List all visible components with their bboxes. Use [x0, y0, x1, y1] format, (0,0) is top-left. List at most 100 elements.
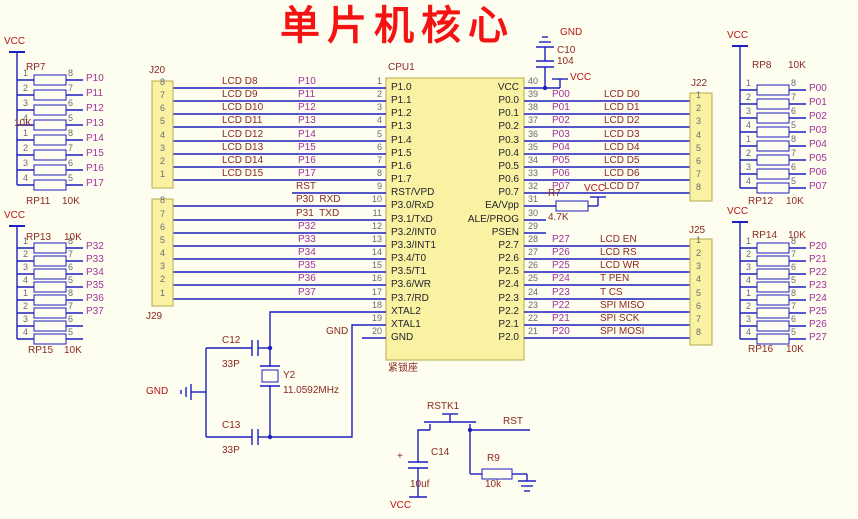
pack-ref: RP8	[752, 60, 772, 71]
gnd-label: GND	[146, 386, 169, 397]
cpu-pin-number: 30	[528, 208, 539, 218]
pack-pin-number: 2	[746, 148, 752, 158]
c13-ref: C13	[222, 420, 241, 431]
pack-pin-number: 5	[68, 327, 74, 337]
signal-label: T CS	[600, 287, 623, 298]
pack-pin-number: 8	[68, 68, 74, 78]
net-label: P11	[86, 88, 104, 99]
pack-value: 10K	[786, 196, 804, 207]
pack-pin-number: 2	[746, 92, 752, 102]
cpu-pin-name: P2.7	[498, 240, 519, 251]
pack-pin-number: 4	[746, 120, 752, 130]
j22-ref: J22	[691, 78, 708, 89]
cpu-pin-number: 9	[376, 181, 382, 191]
pack-pin-number: 6	[791, 106, 797, 116]
net-label: RST	[296, 181, 316, 192]
pack-pin-number: 1	[746, 236, 752, 246]
signal-label: LCD D11	[222, 115, 263, 126]
pack-value: 10K	[62, 196, 80, 207]
pack-pin-number: 5	[791, 176, 797, 186]
cpu-pin-name: P2.2	[498, 306, 519, 317]
net-label: P00	[552, 89, 570, 100]
net-label: P13	[298, 115, 316, 126]
connector-pin-number: 7	[160, 209, 166, 219]
pack-pin-number: 1	[746, 134, 752, 144]
gnd-label: GND	[560, 27, 583, 38]
connector-pin-number: 2	[160, 156, 166, 166]
connector-pin-number: 3	[160, 143, 166, 153]
net-label: P27	[809, 332, 827, 343]
net-label: P10	[298, 76, 316, 87]
vcc-label: VCC	[4, 36, 26, 47]
pack-pin-number: 4	[23, 327, 29, 337]
cpu-pin-name: P1.3	[391, 121, 412, 132]
net-label: P07	[552, 181, 570, 192]
net-label: P26	[809, 319, 827, 330]
vcc-label: VCC	[727, 30, 749, 41]
signal-label: P31 TXD	[296, 208, 340, 219]
net-label: P03	[552, 129, 570, 140]
cpu-pin-name: P2.6	[498, 253, 519, 264]
pack-value: 10K	[786, 344, 804, 355]
pack-pin-number: 1	[23, 68, 29, 78]
pack-pin-number: 5	[68, 275, 74, 285]
pack-pin-number: 6	[68, 314, 74, 324]
pack-pin-number: 8	[68, 128, 74, 138]
signal-label: LCD D2	[604, 115, 640, 126]
connector-pin-number: 2	[696, 248, 702, 258]
net-label: P14	[86, 133, 104, 144]
pack-pin-number: 3	[746, 314, 752, 324]
net-label: P01	[809, 97, 827, 108]
c14-polarity: +	[397, 451, 403, 462]
connector-pin-number: 1	[160, 288, 166, 298]
pack-value: 10K	[788, 230, 806, 241]
connector-pin-number: 2	[160, 274, 166, 284]
net-label: P05	[809, 153, 827, 164]
pack-ref: RP16	[748, 344, 774, 355]
cpu-pin-name: ALE/PROG	[467, 214, 519, 225]
net-label: P34	[298, 247, 316, 258]
net-label: P25	[809, 306, 827, 317]
j25-ref: J25	[689, 225, 706, 236]
connector-pin-number: 3	[696, 261, 702, 271]
pack-pin-number: 4	[23, 113, 29, 123]
pack-ref: RP13	[26, 232, 52, 243]
signal-label: LCD D14	[222, 155, 264, 166]
connector-pin-number: 5	[160, 235, 166, 245]
connector-pin-number: 3	[160, 261, 166, 271]
reset-switch-ref: RSTK1	[427, 401, 460, 412]
pack-pin-number: 1	[23, 288, 29, 298]
cpu-pin-name: PSEN	[491, 227, 519, 238]
connector-pin-number: 7	[160, 90, 166, 100]
net-label: P24	[809, 293, 827, 304]
cpu-pin-name: P2.0	[498, 332, 519, 343]
cpu-pin-name: P1.5	[391, 148, 412, 159]
cpu-pin-name: P0.4	[498, 148, 519, 159]
net-label: P13	[86, 118, 104, 129]
pack-ref: RP14	[752, 230, 778, 241]
r7-value: 4.7K	[548, 212, 569, 223]
net-label: P20	[552, 326, 570, 337]
net-label: P27	[552, 234, 570, 245]
net-label: P02	[552, 115, 570, 126]
cpu-pin-name: P2.3	[498, 293, 519, 304]
cpu-pin-name: P1.1	[391, 95, 412, 106]
pack-pin-number: 5	[68, 173, 74, 183]
net-label: P22	[552, 300, 570, 311]
pack-pin-number: 6	[791, 314, 797, 324]
pack-pin-number: 3	[23, 262, 29, 272]
r7-ref: R7	[548, 188, 561, 199]
vcc-label: VCC	[584, 183, 606, 194]
cpu-pin-name: P0.3	[498, 135, 519, 146]
pack-pin-number: 5	[791, 275, 797, 285]
vcc-label: VCC	[727, 206, 749, 217]
pack-pin-number: 7	[68, 249, 74, 259]
j29-ref: J29	[146, 311, 163, 322]
cpu-pin-number: 13	[371, 234, 382, 244]
cpu-pin-name: P0.2	[498, 121, 519, 132]
pack-pin-number: 2	[23, 83, 29, 93]
vcc-label: VCC	[390, 500, 412, 511]
cpu-pin-number: 18	[371, 300, 382, 310]
signal-label: LCD D0	[604, 89, 640, 100]
cpu-pin-number: 21	[528, 326, 539, 336]
